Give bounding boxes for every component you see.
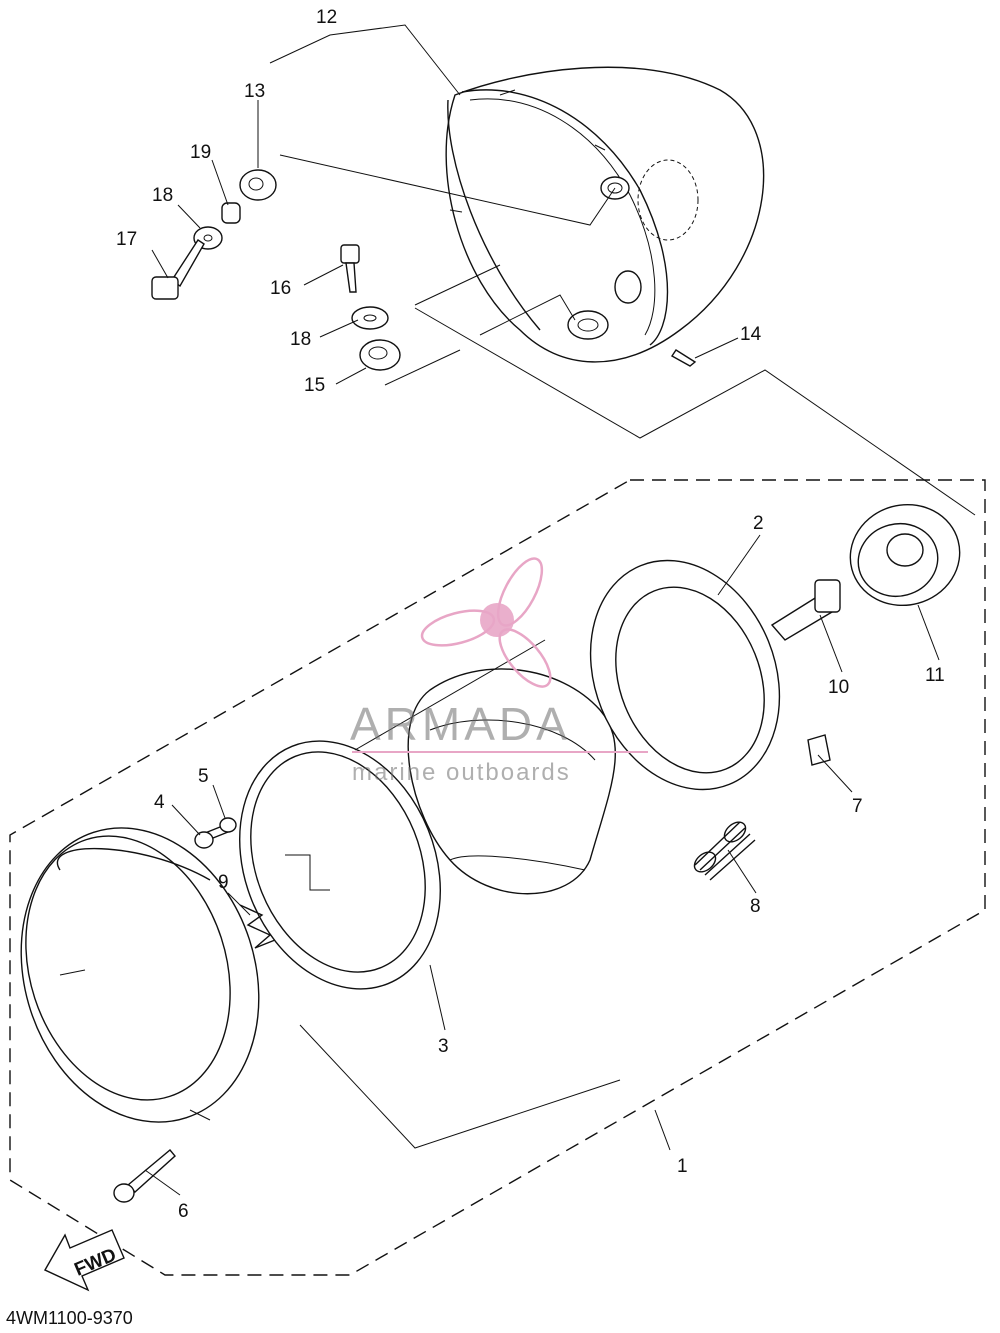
- callout-18-upper: 18: [152, 185, 173, 206]
- clip-7: [807, 734, 831, 766]
- diagram-code: 4WM1100-9370: [6, 1308, 133, 1328]
- callout-13: 13: [244, 81, 265, 102]
- callout-10: 10: [828, 677, 849, 698]
- bulb-10: [770, 579, 841, 641]
- callout-17: 17: [116, 229, 137, 250]
- adjuster-spring-8: [693, 821, 756, 881]
- washer-18-lower: [351, 306, 389, 330]
- mounting-ring: [239, 740, 441, 990]
- spring-9: [239, 904, 276, 949]
- callout-3: 3: [438, 1036, 449, 1057]
- headlight-case-2: [589, 559, 781, 791]
- headlight-rim: [20, 827, 260, 1123]
- callout-14: 14: [740, 324, 762, 345]
- fwd-arrow: FWD: [44, 1229, 125, 1292]
- callout-5: 5: [198, 766, 209, 787]
- callout-2: 2: [753, 513, 764, 534]
- watermark-tagline: marine outboards: [352, 759, 571, 786]
- callout-7: 7: [852, 796, 863, 817]
- watermark-brand: ARMADA: [350, 698, 571, 750]
- callout-18-lower: 18: [290, 329, 311, 350]
- callout-19: 19: [190, 142, 211, 163]
- grommet-15: [359, 339, 401, 371]
- callout-labels: 12 13 19 18 17 16 18 15 14 2 11 10 7 8 3…: [116, 7, 945, 1222]
- bolt-16: [340, 244, 360, 293]
- callout-8: 8: [750, 896, 761, 917]
- callout-11: 11: [925, 665, 945, 686]
- headlight-housing: [445, 66, 765, 363]
- bolt-17: [151, 239, 205, 300]
- callout-15: 15: [304, 375, 325, 396]
- assembly-1-boundary: [9, 479, 986, 1276]
- grommet-13: [239, 169, 277, 201]
- lens-unit: [407, 668, 616, 895]
- watermark-logo: ARMADA marine outboards: [350, 557, 648, 786]
- callout-1: 1: [677, 1156, 688, 1177]
- callout-6: 6: [178, 1201, 189, 1222]
- callout-9: 9: [218, 872, 229, 893]
- callout-16: 16: [270, 278, 291, 299]
- bulb-cover-11: [849, 503, 961, 607]
- callout-4: 4: [154, 792, 165, 813]
- propeller-icon: [420, 557, 552, 688]
- screw-14: [670, 349, 697, 367]
- nut-5: [219, 817, 237, 833]
- leader-lines: [144, 24, 976, 1196]
- callout-12: 12: [316, 7, 337, 28]
- collar-19: [221, 202, 241, 224]
- screw-6: [113, 1149, 176, 1203]
